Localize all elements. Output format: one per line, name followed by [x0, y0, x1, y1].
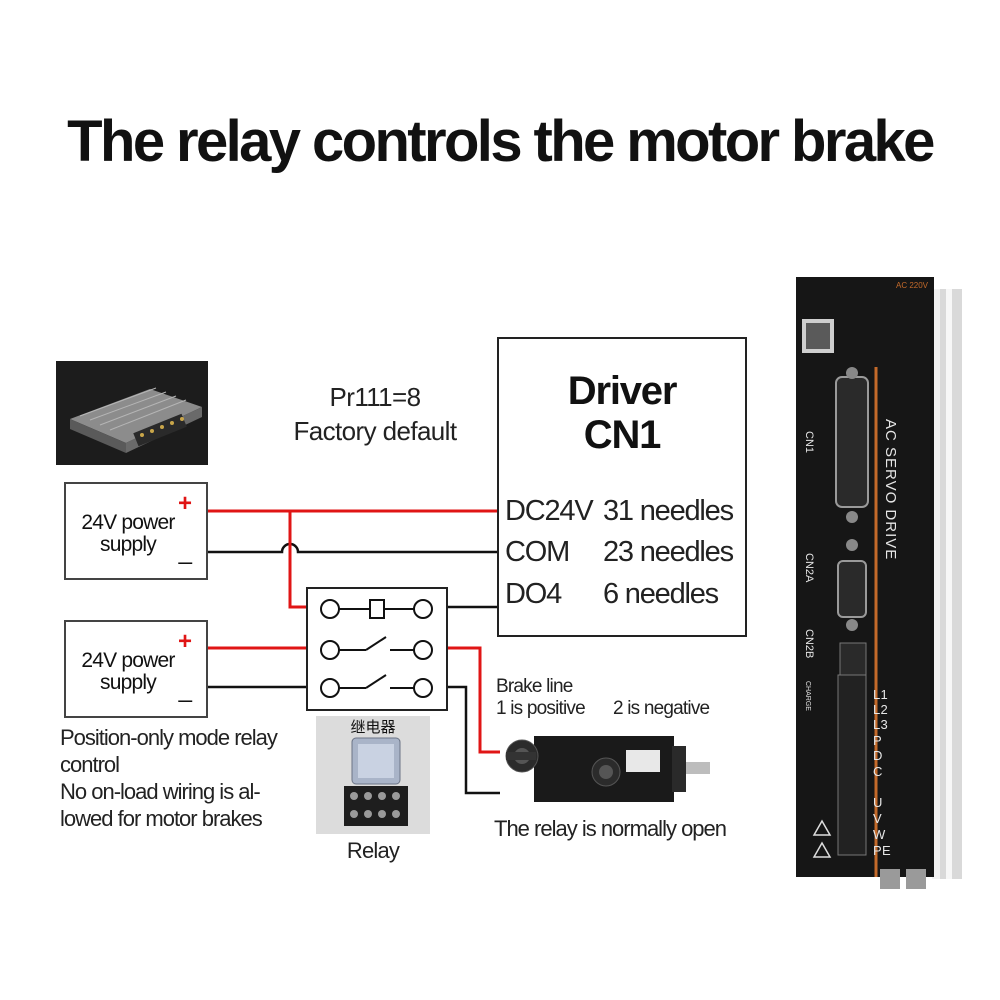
charge-label: CHARGE [804, 681, 811, 711]
page-title: The relay controls the motor brake [67, 109, 935, 174]
terminal-label: PE [873, 843, 891, 858]
terminal-label: L3 [873, 717, 889, 732]
relay-photo: 继电器 [316, 716, 430, 834]
power-supply-label: 24V power supply [81, 511, 175, 556]
relay-caption: Relay [346, 838, 400, 863]
positive-terminal: + [177, 490, 192, 517]
port-label-cn1: CN1 [803, 431, 815, 454]
relay-schematic [306, 587, 448, 711]
relay-coil-symbol [320, 599, 433, 619]
power-supply-label: 24V power supply [81, 649, 175, 694]
terminal-label: D [873, 748, 883, 763]
brake-negative-label: 2 is negative [613, 698, 710, 719]
terminal-label: U [873, 795, 883, 810]
terminal-label: V [873, 811, 882, 826]
positive-terminal: + [177, 628, 192, 655]
relay-contact-symbol [320, 674, 433, 698]
parameter-default: Factory default [293, 416, 458, 446]
terminal-label: L1 [873, 687, 889, 702]
relay-normally-open-note: The relay is normally open [494, 816, 727, 841]
brake-line-label: Brake line 1 is positive [496, 676, 586, 719]
negative-terminal: _ [178, 676, 192, 703]
wire-brake-positive [430, 646, 500, 754]
pin-value: 31 needles [603, 495, 734, 527]
pin-value: 23 needles [603, 536, 734, 568]
power-supply-bottom: 24V power supply + _ [64, 620, 208, 718]
wire-brake-negative [430, 685, 500, 795]
drive-brand-text: AC SERVO DRIVE [882, 419, 899, 561]
servo-motor-photo [494, 722, 714, 808]
terminal-label: L2 [873, 702, 889, 717]
power-supply-photo [56, 361, 208, 465]
terminal-label: W [873, 827, 886, 842]
port-label-cn2b: CN2B [803, 629, 815, 659]
pin-value: 6 needles [603, 578, 719, 610]
servo-drive-photo: AC 220V AC SERVO DRIVE CN1 CN2A CN2B CHA… [796, 277, 966, 889]
relay-chinese-label: 继电器 [350, 719, 396, 736]
terminal-label: C [873, 764, 883, 779]
wire-psu1-negative [204, 542, 497, 554]
wiring-notes: Position-only mode relay control No on-l… [60, 725, 278, 831]
relay-contact-symbol [320, 636, 433, 660]
pin-name: COM [505, 536, 570, 568]
parameter-note: Pr111=8 Factory default [270, 380, 480, 448]
driver-title: Driver CN1 [567, 369, 678, 457]
power-supply-top: 24V power supply + _ [64, 482, 208, 580]
drive-voltage-label: AC 220V [896, 281, 929, 290]
port-label-cn2a: CN2A [803, 553, 815, 583]
pin-name: DO4 [505, 578, 562, 610]
pin-name: DC24V [505, 495, 594, 527]
terminal-label: P [873, 733, 882, 748]
parameter-value: Pr111=8 [329, 382, 422, 412]
negative-terminal: _ [178, 538, 192, 565]
driver-cn1-box: Driver CN1 DC24V 31 needles COM 23 needl… [497, 337, 747, 637]
